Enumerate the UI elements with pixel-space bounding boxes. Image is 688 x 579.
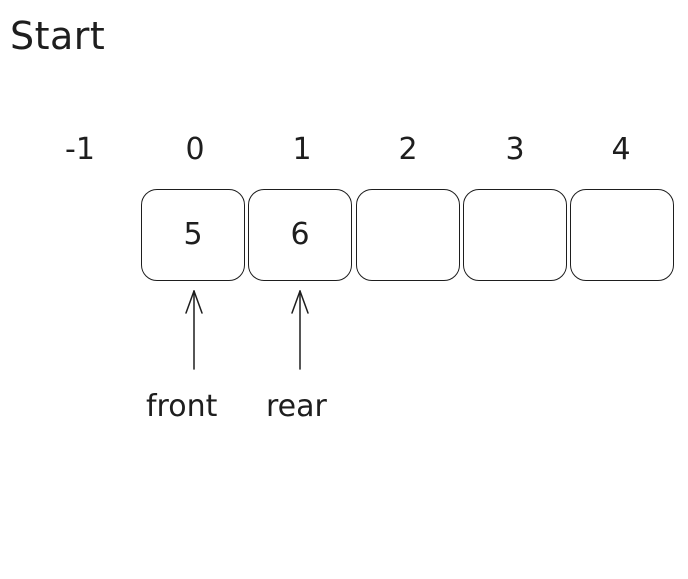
index-label: 2 — [398, 132, 418, 167]
front-label: front — [146, 389, 218, 424]
rear-arrow-icon — [291, 290, 309, 370]
queue-cell — [463, 189, 567, 281]
diagram-title: Start — [10, 14, 106, 58]
queue-cell — [570, 189, 674, 281]
index-label: 0 — [185, 132, 205, 167]
queue-cell — [356, 189, 460, 281]
index-label: -1 — [65, 132, 95, 167]
index-label: 4 — [611, 132, 631, 167]
index-label: 1 — [292, 132, 312, 167]
index-label: 3 — [505, 132, 525, 167]
cell-value: 5 — [183, 217, 203, 252]
cell-value: 6 — [290, 217, 310, 252]
queue-cell: 5 — [141, 189, 245, 281]
rear-label: rear — [266, 389, 327, 424]
front-arrow-icon — [185, 290, 203, 370]
queue-cell: 6 — [248, 189, 352, 281]
